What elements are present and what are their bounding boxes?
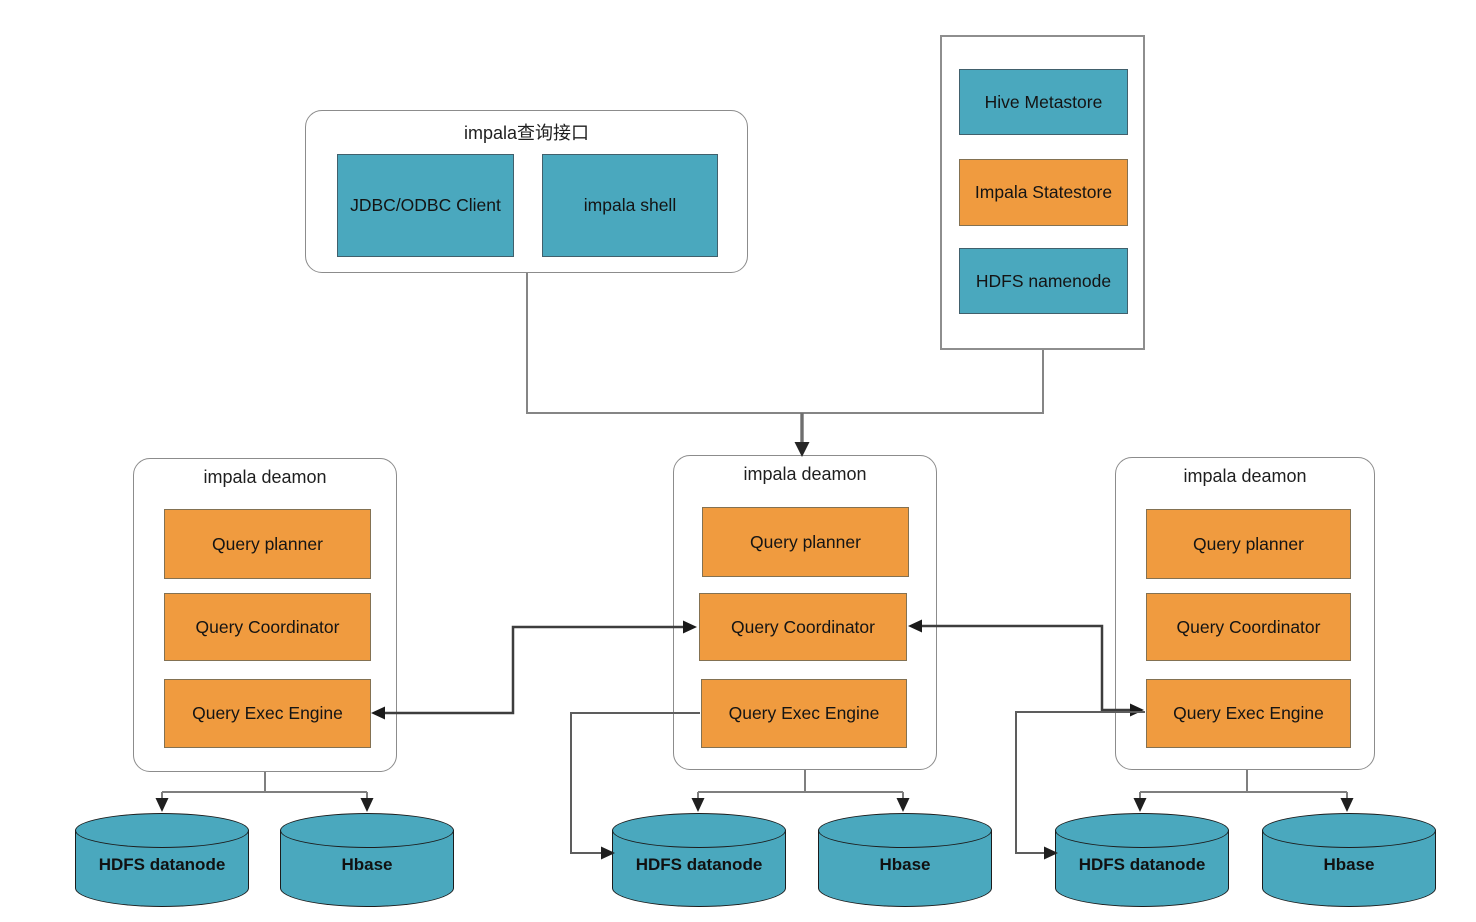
cylinder-top bbox=[280, 813, 454, 848]
node-hive-metastore: Hive Metastore bbox=[959, 69, 1128, 135]
connector-leftexec-middlecoordinator bbox=[377, 625, 690, 715]
branch-daemon-right-to-datastores bbox=[1139, 770, 1348, 799]
node-impala-statestore: Impala Statestore bbox=[959, 159, 1128, 226]
cylinder-hbase-left: Hbase bbox=[280, 813, 454, 907]
cylinder-hdfs-datanode-left: HDFS datanode bbox=[75, 813, 249, 907]
node-query-exec-engine: Query Exec Engine bbox=[701, 679, 907, 748]
arrowhead-down-hbase-left bbox=[360, 798, 374, 812]
node-query-coordinator: Query Coordinator bbox=[164, 593, 371, 661]
node-hdfs-namenode: HDFS namenode bbox=[959, 248, 1128, 314]
connector-middlecoordinator-rightexec bbox=[914, 624, 1138, 712]
arrowhead-down-hdfs-right bbox=[1133, 798, 1147, 812]
cylinder-hdfs-datanode-right: HDFS datanode bbox=[1055, 813, 1229, 907]
node-query-coordinator: Query Coordinator bbox=[699, 593, 907, 661]
cylinder-hbase-middle: Hbase bbox=[818, 813, 992, 907]
cylinder-label: HDFS datanode bbox=[635, 855, 763, 874]
node-jdbc-odbc-client: JDBC/ODBC Client bbox=[337, 154, 514, 257]
impala-daemon-group-middle: impala deamon Query planner Query Coordi… bbox=[673, 455, 937, 770]
node-query-exec-engine: Query Exec Engine bbox=[164, 679, 371, 748]
impala-daemon-group-right: impala deamon Query planner Query Coordi… bbox=[1115, 457, 1375, 770]
query-interface-title: impala查询接口 bbox=[463, 123, 590, 143]
node-query-exec-engine: Query Exec Engine bbox=[1146, 679, 1351, 748]
node-query-planner: Query planner bbox=[164, 509, 371, 579]
arrowhead-down-hbase-right bbox=[1340, 798, 1354, 812]
arrowhead-down-hdfs-middle bbox=[691, 798, 705, 812]
arrowhead-down-hbase-middle bbox=[896, 798, 910, 812]
cylinder-label: Hbase bbox=[341, 855, 393, 874]
statestore-group: Hive Metastore Impala Statestore HDFS na… bbox=[940, 35, 1145, 350]
cylinder-top bbox=[818, 813, 992, 848]
node-impala-shell: impala shell bbox=[542, 154, 718, 257]
cylinder-top bbox=[1262, 813, 1436, 848]
cylinder-hbase-right: Hbase bbox=[1262, 813, 1436, 907]
cylinder-label: Hbase bbox=[1323, 855, 1375, 874]
impala-daemon-group-left: impala deamon Query planner Query Coordi… bbox=[133, 458, 397, 772]
cylinder-label: HDFS datanode bbox=[1078, 855, 1206, 874]
impala-daemon-title: impala deamon bbox=[203, 467, 327, 487]
branch-daemon-left-to-datastores bbox=[161, 772, 368, 799]
cylinder-top bbox=[75, 813, 249, 848]
node-query-planner: Query planner bbox=[702, 507, 909, 577]
impala-daemon-title: impala deamon bbox=[1183, 466, 1307, 486]
cylinder-label: HDFS datanode bbox=[98, 855, 226, 874]
cylinder-hdfs-datanode-middle: HDFS datanode bbox=[612, 813, 786, 907]
branch-daemon-middle-to-datastores bbox=[697, 770, 904, 799]
node-query-planner: Query planner bbox=[1146, 509, 1351, 579]
query-interface-group: impala查询接口 JDBC/ODBC Client impala shell bbox=[305, 110, 748, 273]
node-query-coordinator: Query Coordinator bbox=[1146, 593, 1351, 661]
cylinder-label: Hbase bbox=[879, 855, 931, 874]
impala-daemon-title: impala deamon bbox=[743, 464, 867, 484]
cylinder-top bbox=[1055, 813, 1229, 848]
arrowhead-down-hdfs-left bbox=[155, 798, 169, 812]
cylinder-top bbox=[612, 813, 786, 848]
